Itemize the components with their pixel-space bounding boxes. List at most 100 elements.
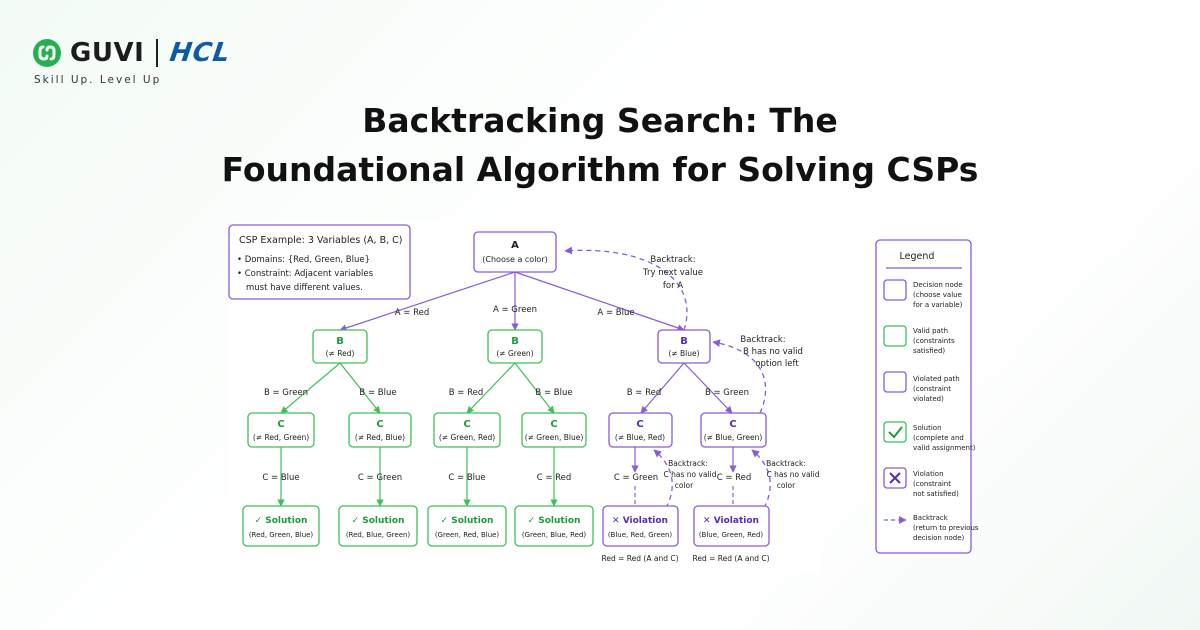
- title-line-2: Foundational Algorithm for Solving CSPs: [221, 150, 979, 189]
- csp-title: CSP Example: 3 Variables (A, B, C): [239, 235, 403, 246]
- edge-labels: A = Red A = Green A = Blue B = Green B =…: [262, 305, 751, 483]
- leaf-v1-name: ✕ Violation: [612, 516, 668, 526]
- bt-c5-line3: color: [675, 481, 694, 490]
- legend-violated-l1: Violated path: [913, 375, 960, 383]
- node-b3-sub: (≠ Blue): [668, 349, 699, 358]
- label-a-blue: A = Blue: [597, 308, 634, 318]
- leaf-s4-sub: (Green, Blue, Red): [522, 531, 587, 539]
- guvi-wordmark: GUVI: [70, 38, 145, 68]
- node-b1-name: B: [336, 336, 344, 347]
- leaf-v2-note: Red = Red (A and C): [692, 554, 769, 563]
- cross-icon: [889, 472, 901, 484]
- legend-solution-l1: Solution: [913, 424, 942, 432]
- backtrack-arc-c5: [653, 449, 673, 509]
- label-c1: C = Blue: [262, 473, 299, 483]
- legend-valid-l1: Valid path: [913, 327, 948, 335]
- leaf-s2-name: ✓ Solution: [352, 516, 405, 526]
- node-c5: C (≠ Blue, Red): [608, 412, 673, 448]
- backtrack-notes-c: Backtrack: C has no valid color Backtrac…: [664, 459, 820, 490]
- bt-root-line1: Backtrack:: [650, 255, 695, 265]
- backtrack-arc-c6: [751, 449, 771, 509]
- leaf-violation-1: ✕ Violation (Blue, Red, Green): [602, 505, 679, 547]
- leaf-v1-sub: (Blue, Red, Green): [608, 531, 673, 539]
- node-c2-sub: (≠ Red, Blue): [355, 433, 405, 442]
- check-icon: [888, 426, 903, 439]
- node-c1: C (≠ Red, Green): [247, 412, 315, 448]
- csp-constraint-cont: must have different values.: [246, 283, 363, 293]
- node-root-a: A (Choose a color): [473, 231, 557, 273]
- edge-a-blue: [514, 271, 685, 332]
- legend-decision-l3: for a variable): [913, 301, 963, 309]
- legend-violated-l2: (constraint: [913, 385, 951, 393]
- label-b3-right: B = Green: [705, 388, 749, 398]
- label-b2-right: B = Blue: [535, 388, 572, 398]
- legend-violated-l3: violated): [913, 395, 944, 403]
- label-b1-left: B = Green: [264, 388, 308, 398]
- label-c3: C = Blue: [448, 473, 485, 483]
- bt-b-line1: Backtrack:: [740, 335, 785, 345]
- label-b3-left: B = Red: [627, 388, 662, 398]
- legend-violation-l3: not satisfied): [913, 490, 959, 498]
- node-root-name: A: [511, 240, 519, 251]
- brand-divider: [156, 39, 159, 67]
- edge-b1-left: [280, 362, 341, 414]
- legend: Legend Decision node (choose value for a…: [875, 239, 979, 554]
- bt-root-line3: for A: [663, 281, 683, 291]
- legend-valid-l2: (constraints: [913, 337, 955, 345]
- legend-solution-l2: (complete and: [913, 434, 964, 442]
- label-c5: C = Green: [614, 473, 658, 483]
- bt-b-line2: B has no valid: [743, 347, 803, 357]
- csp-example-box: CSP Example: 3 Variables (A, B, C) • Dom…: [228, 224, 411, 300]
- node-b3-name: B: [680, 336, 688, 347]
- backtrack-notes: Backtrack: Try next value for A Backtrac…: [642, 255, 803, 369]
- label-c4: C = Red: [537, 473, 572, 483]
- label-a-red: A = Red: [395, 308, 430, 318]
- legend-decision-l1: Decision node: [913, 281, 963, 289]
- brand-tagline: Skill Up. Level Up: [34, 74, 162, 86]
- legend-decision-l2: (choose value: [913, 291, 962, 299]
- bt-c6-line2: C has no valid: [767, 470, 820, 479]
- node-b1: B (≠ Red): [312, 329, 368, 364]
- node-c3-name: C: [463, 419, 470, 430]
- legend-backtrack-l1: Backtrack: [913, 514, 949, 522]
- edge-b1-right: [339, 362, 381, 414]
- edge-b2-right: [514, 362, 555, 414]
- legend-solution-l3: valid assignment): [913, 444, 976, 452]
- label-a-green: A = Green: [493, 305, 537, 315]
- node-c1-name: C: [277, 419, 284, 430]
- label-b2-left: B = Red: [449, 388, 484, 398]
- node-c5-name: C: [636, 419, 643, 430]
- node-c6-name: C: [729, 419, 736, 430]
- edge-b2-left: [466, 362, 516, 414]
- node-b2-sub: (≠ Green): [496, 349, 533, 358]
- node-c4-name: C: [550, 419, 557, 430]
- node-c6: C (≠ Blue, Green): [700, 412, 767, 448]
- leaf-solution-1: ✓ Solution (Red, Green, Blue): [242, 505, 320, 547]
- leaf-solution-2: ✓ Solution (Red, Blue, Green): [338, 505, 418, 547]
- bt-c6-line3: color: [777, 481, 796, 490]
- leaf-s3-name: ✓ Solution: [441, 516, 494, 526]
- leaf-s1-sub: (Red, Green, Blue): [249, 531, 314, 539]
- legend-solution-swatch: [883, 421, 907, 443]
- label-c2: C = Green: [358, 473, 402, 483]
- backtrack-arc-b: [712, 339, 767, 414]
- node-b3: B (≠ Blue): [657, 329, 711, 364]
- edge-b3-right: [683, 362, 733, 414]
- node-c5-sub: (≠ Blue, Red): [615, 433, 665, 442]
- leaf-s3-sub: (Green, Red, Blue): [435, 531, 500, 539]
- bt-c5-line2: C has no valid: [664, 470, 717, 479]
- edge-a-red: [339, 271, 516, 332]
- leaf-solution-4: ✓ Solution (Green, Blue, Red): [514, 505, 594, 547]
- leaf-s2-sub: (Red, Blue, Green): [346, 531, 411, 539]
- label-c6: C = Red: [717, 473, 752, 483]
- legend-backtrack-l3: decision node): [913, 534, 965, 542]
- leaf-v2-name: ✕ Violation: [703, 516, 759, 526]
- leaf-solution-3: ✓ Solution (Green, Red, Blue): [427, 505, 507, 547]
- leaf-v1-note: Red = Red (A and C): [601, 554, 678, 563]
- label-b1-right: B = Blue: [359, 388, 396, 398]
- node-c3-sub: (≠ Green, Red): [439, 433, 495, 442]
- bt-c6-line1: Backtrack:: [766, 459, 806, 468]
- legend-violation-l2: (constraint: [913, 480, 951, 488]
- node-c6-sub: (≠ Blue, Green): [704, 433, 763, 442]
